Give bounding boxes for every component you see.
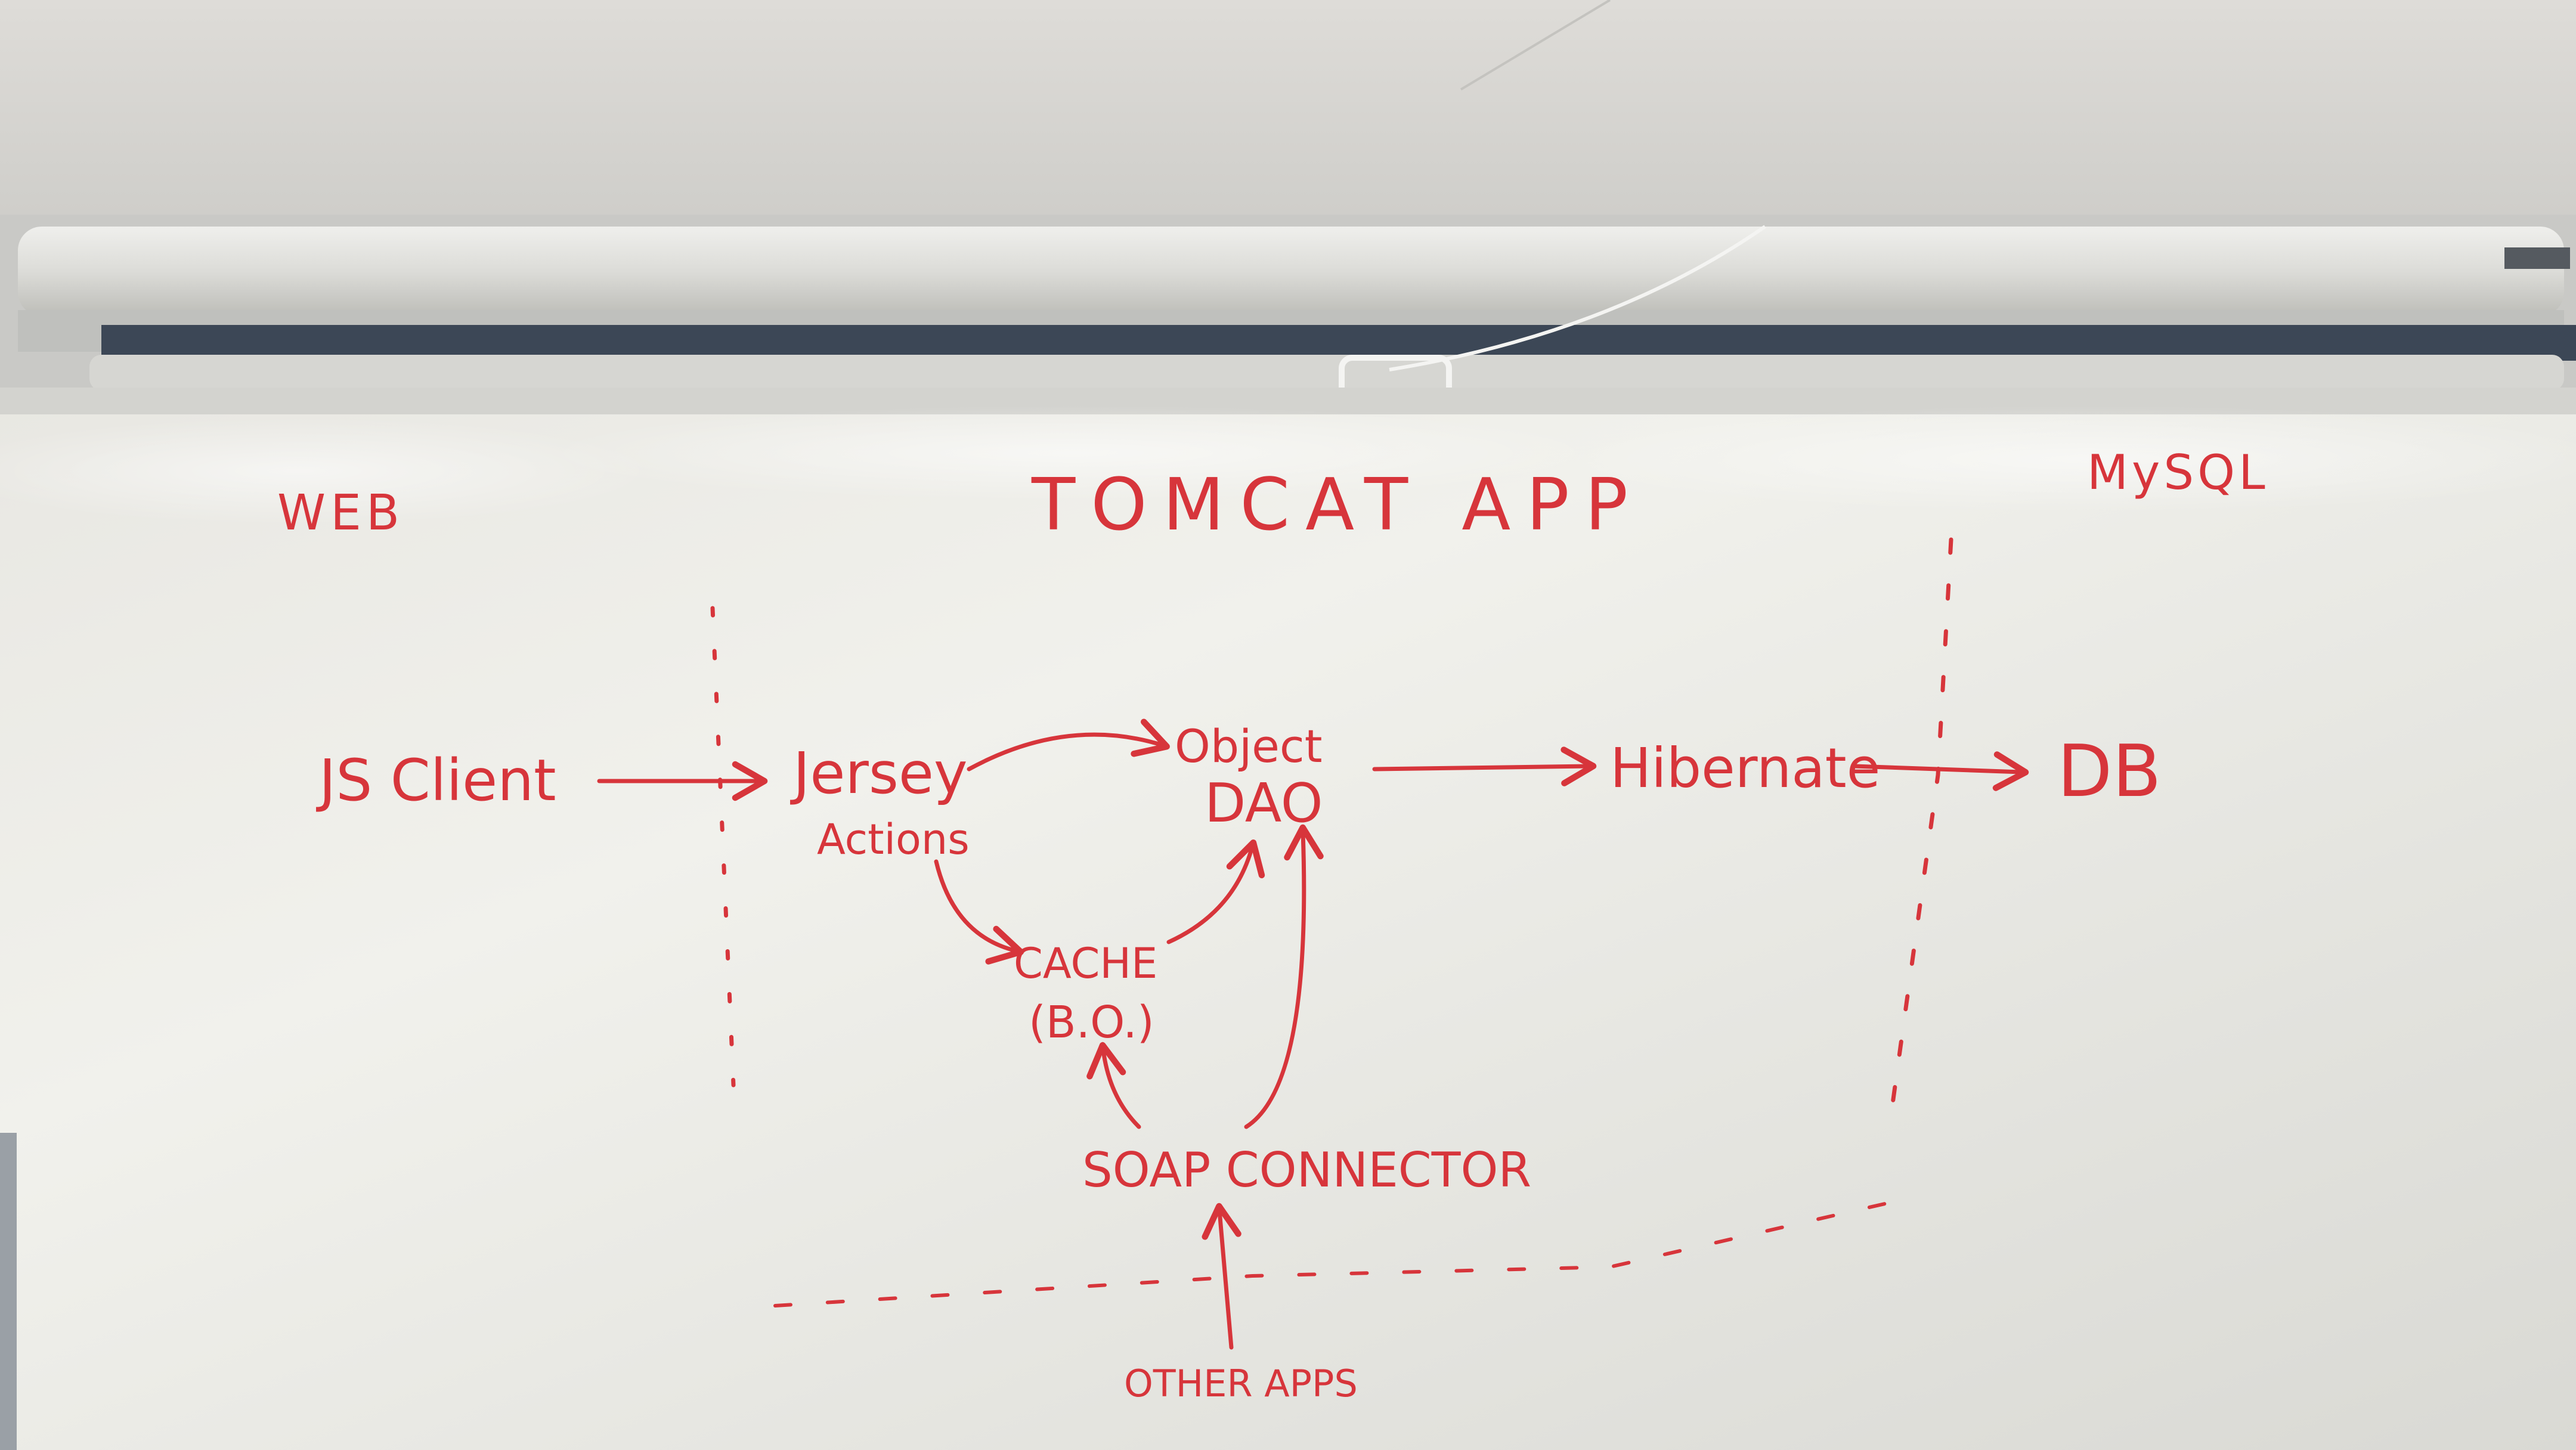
node-js-client: JS Client — [316, 747, 556, 814]
wall-edge-left — [0, 1133, 17, 1450]
arrow-jersey-to-object — [967, 718, 1170, 772]
arrow-cache-to-object — [1166, 839, 1265, 944]
label-web: WEB — [277, 485, 404, 541]
arrow-soap-to-object — [1244, 824, 1324, 1129]
ceiling-seam — [1460, 0, 1611, 91]
label-mysql: MySQL — [2087, 445, 2269, 500]
label-tomcat-app: TOMCAT APP — [1031, 464, 1643, 547]
node-object-line2: DAO — [1205, 772, 1323, 835]
node-other-apps: OTHER APPS — [1124, 1362, 1358, 1405]
projector-screen-housing — [18, 225, 2576, 402]
glare-left — [0, 417, 656, 525]
arrow-hibernate-to-db — [1852, 751, 2029, 791]
arrow-jersey-to-cache — [934, 859, 1024, 965]
glare-center — [537, 405, 1610, 501]
node-db: DB — [2057, 730, 2162, 813]
arrow-otherapps-to-soap — [1202, 1203, 1241, 1350]
node-soap-connector: SOAP CONNECTOR — [1082, 1142, 1531, 1198]
node-jersey-line1: Jersey — [790, 740, 968, 807]
node-hibernate: Hibernate — [1610, 736, 1880, 800]
arrow-soap-to-cache — [1086, 1042, 1141, 1129]
node-object-line1: Object — [1175, 720, 1323, 773]
glare-right — [1550, 405, 2576, 513]
whiteboard — [0, 388, 2576, 1450]
divider-tomcat-mysql — [1888, 537, 1953, 1123]
node-cache-line1: CACHE — [1014, 939, 1157, 988]
ceiling — [0, 0, 2576, 215]
arrow-object-to-hibernate — [1372, 746, 1597, 786]
node-cache-line2: (B.O.) — [1029, 997, 1154, 1048]
node-jersey-line2: Actions — [817, 815, 970, 864]
